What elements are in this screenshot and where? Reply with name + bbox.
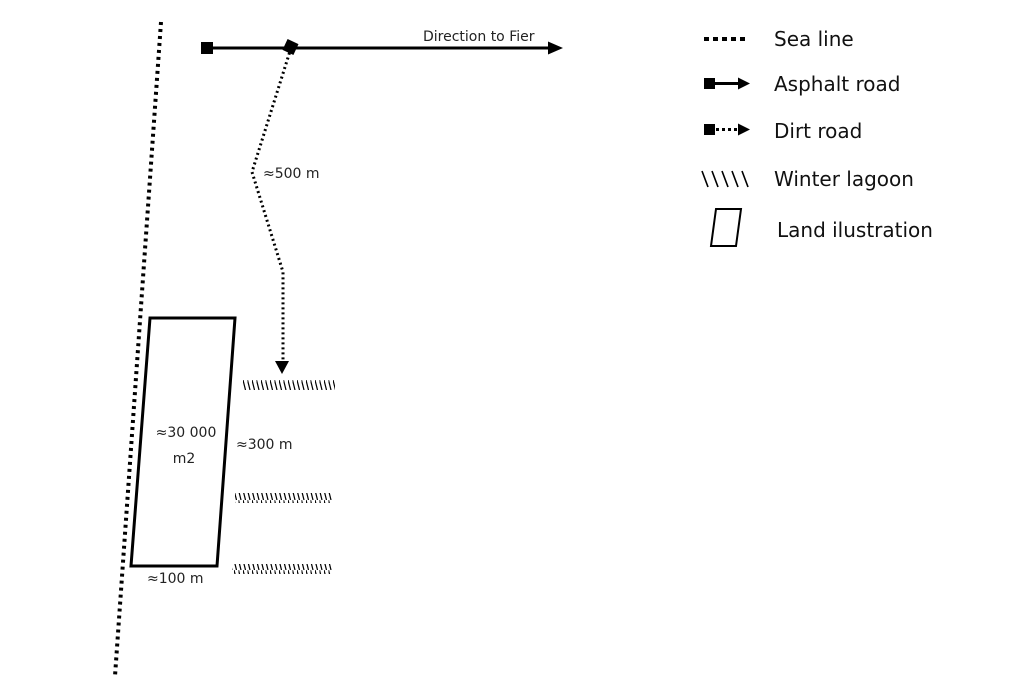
legend-winter-lagoon-symbol xyxy=(701,170,749,188)
road-direction-label: Direction to Fier xyxy=(423,29,535,45)
winter-lagoon-hatch xyxy=(235,493,332,503)
sea-line xyxy=(113,21,163,677)
land-parcel xyxy=(129,316,237,568)
legend-sea-line-label: Sea line xyxy=(774,27,854,51)
winter-lagoon-hatch xyxy=(243,380,335,390)
land-area-label-line2: m2 xyxy=(173,451,196,467)
dirt-road xyxy=(250,39,299,374)
land-area-label-line1: ≈30 000 xyxy=(156,425,217,441)
asphalt-road xyxy=(201,41,563,55)
land-length-label: ≈300 m xyxy=(236,437,293,453)
dirt-road-distance-label: ≈500 m xyxy=(263,166,320,182)
legend-dirt-road-label: Dirt road xyxy=(774,119,862,143)
legend: Sea line Asphalt road Dirt road Winter l… xyxy=(701,27,933,247)
legend-asphalt-road-label: Asphalt road xyxy=(774,72,900,96)
legend-winter-lagoon-label: Winter lagoon xyxy=(774,167,914,191)
legend-dirt-road-symbol xyxy=(704,123,750,136)
legend-land-illustration-label: Land ilustration xyxy=(777,218,933,242)
winter-lagoon-hatch xyxy=(232,564,332,574)
land-width-label: ≈100 m xyxy=(147,571,204,587)
legend-asphalt-road-symbol xyxy=(704,77,750,90)
legend-land-illustration-symbol xyxy=(709,208,743,247)
